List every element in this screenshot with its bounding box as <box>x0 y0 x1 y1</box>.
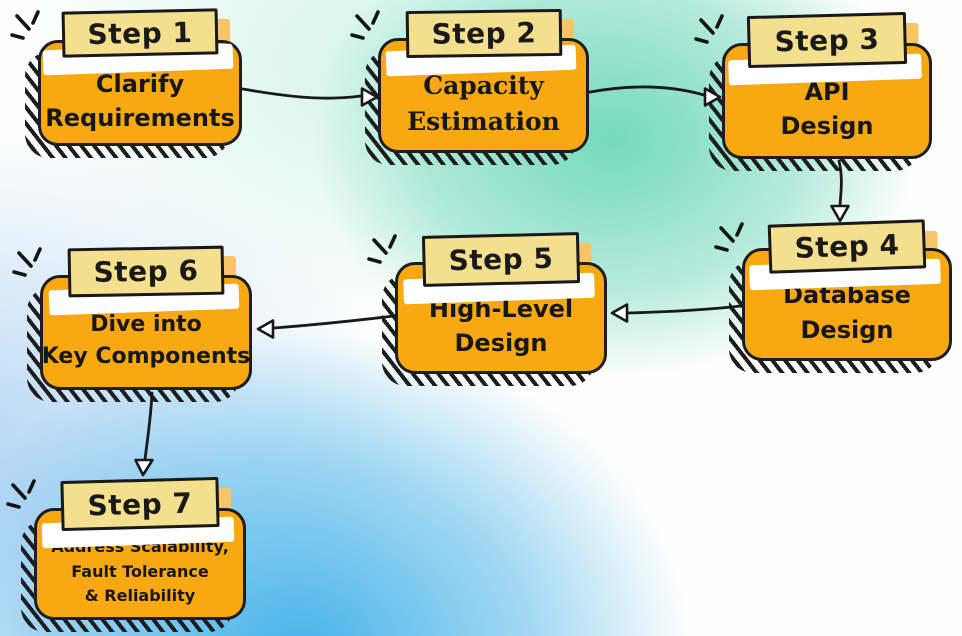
step-tab: Step 7 <box>60 476 220 532</box>
step-tab-label: Step 4 <box>794 228 900 265</box>
step-line: API <box>804 77 850 106</box>
step-line: Capacity <box>423 71 544 100</box>
step-tab: Step 3 <box>746 11 908 69</box>
step-line: Fault Tolerance <box>71 561 209 581</box>
step-tab-label: Step 6 <box>93 254 199 289</box>
sparkle-burst-icon <box>367 234 397 264</box>
card-body: Address Scalability, Fault Tolerance & R… <box>34 508 246 620</box>
step-tab: Step 2 <box>405 8 562 59</box>
sparkle-burst-icon <box>350 10 380 40</box>
step-tab-label: Step 2 <box>430 16 537 51</box>
arrow-step4-step5 <box>610 303 743 323</box>
step-tab: Step 4 <box>767 219 927 274</box>
sparkle-burst-icon <box>694 14 724 44</box>
step-line: Clarify <box>95 69 185 98</box>
step-line: Design <box>800 315 894 344</box>
step-tab: Step 1 <box>61 8 219 58</box>
step-line: & Reliability <box>84 586 196 606</box>
sparkle-burst-icon <box>714 222 744 252</box>
step-tab-label: Step 1 <box>87 15 193 51</box>
step-line: Design <box>780 112 874 140</box>
arrow-step1-step2 <box>241 87 379 107</box>
step-tab-label: Step 3 <box>774 22 880 58</box>
step-tab-label: Step 5 <box>448 241 554 278</box>
arrow-step2-step3 <box>588 85 722 107</box>
step-tab: Step 6 <box>67 245 225 298</box>
sparkle-burst-icon <box>10 10 40 40</box>
step-tab-label: Step 7 <box>87 486 193 522</box>
step-line: Design <box>454 329 548 357</box>
step-line: Key Components <box>41 343 251 369</box>
sparkle-burst-icon <box>12 247 42 277</box>
sparkle-burst-icon <box>6 479 36 509</box>
arrow-step5-step6 <box>256 314 396 339</box>
step-tab: Step 5 <box>421 232 581 287</box>
step-line: Requirements <box>45 104 235 132</box>
arrow-step6-step7 <box>134 391 154 477</box>
step-line: Dive into <box>90 312 202 338</box>
step-line: Estimation <box>407 106 560 136</box>
